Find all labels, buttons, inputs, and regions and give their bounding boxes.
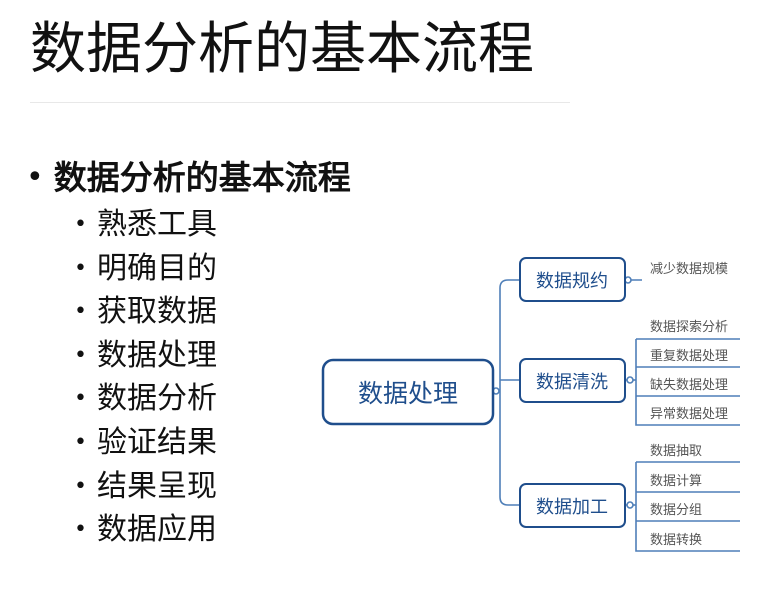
- sub-bullet-label: 数据应用: [96, 512, 217, 548]
- sub-bullet-label: 数据分析: [96, 381, 217, 417]
- branch-node-box: [519, 257, 626, 302]
- sub-bullet-label: 获取数据: [96, 294, 217, 330]
- root-node-label: 数据处理: [358, 379, 458, 408]
- root-node-box: [321, 358, 495, 426]
- branch-node-label: 数据规约: [536, 271, 608, 292]
- bullet-dot-icon: •: [74, 473, 87, 499]
- connector-line: [499, 279, 520, 506]
- leaf-label: 数据探索分析: [650, 320, 728, 335]
- sub-bullet-item: • 验证结果: [74, 421, 217, 465]
- leaf-label: 减少数据规模: [650, 262, 728, 277]
- sub-bullet-item: • 数据处理: [74, 334, 217, 378]
- leaf-label: 缺失数据处理: [650, 378, 728, 393]
- leaf-label: 数据转换: [650, 533, 702, 548]
- bullet-dot-icon: •: [74, 386, 87, 412]
- sub-bullet-label: 熟悉工具: [96, 207, 217, 242]
- junction-circle: [626, 501, 634, 509]
- main-bullet-label: 数据分析的基本流程: [53, 158, 351, 197]
- leaf-label: 异常数据处理: [650, 407, 728, 422]
- bullet-dot-icon: •: [74, 342, 87, 368]
- sub-bullet-label: 验证结果: [96, 424, 217, 460]
- sub-bullet-item: • 获取数据: [74, 290, 217, 334]
- branch-node-label: 数据清洗: [536, 372, 608, 393]
- slide-title: 数据分析的基本流程: [30, 17, 534, 82]
- bullet-dot-icon: •: [26, 160, 44, 195]
- junction-circle: [626, 376, 634, 384]
- bullet-dot-icon: •: [74, 299, 87, 325]
- sub-bullet-label: 数据处理: [96, 337, 217, 373]
- branch-node-box: [519, 483, 626, 528]
- leaf-label: 重复数据处理: [650, 348, 728, 364]
- leaf-label: 数据分组: [650, 503, 702, 518]
- sub-bullet-item: • 结果呈现: [74, 465, 217, 509]
- branch-node-box: [519, 358, 626, 403]
- branch-node-label: 数据加工: [536, 497, 608, 518]
- bullet-dot-icon: •: [74, 255, 87, 281]
- title-divider: [30, 102, 570, 103]
- main-bullet: • 数据分析的基本流程: [26, 156, 351, 200]
- sub-bullet-label: 明确目的: [96, 250, 217, 286]
- sub-bullet-label: 结果呈现: [96, 468, 217, 504]
- leaf-label: 数据抽取: [650, 444, 702, 459]
- sub-bullet-item: • 明确目的: [74, 247, 217, 291]
- bullet-dot-icon: •: [74, 517, 87, 543]
- bullet-dot-icon: •: [74, 429, 87, 455]
- sub-bullet-item: • 数据应用: [74, 508, 217, 552]
- sub-bullet-item: • 数据分析: [74, 377, 217, 421]
- sub-bullet-list: • 熟悉工具 • 明确目的 • 获取数据 • 数据处理 • 数据分析 • 验证结果 • 结果呈…: [74, 203, 217, 552]
- bullet-dot-icon: •: [74, 212, 87, 237]
- sub-bullet-item: • 熟悉工具: [74, 203, 217, 247]
- leaf-label: 数据计算: [650, 474, 702, 489]
